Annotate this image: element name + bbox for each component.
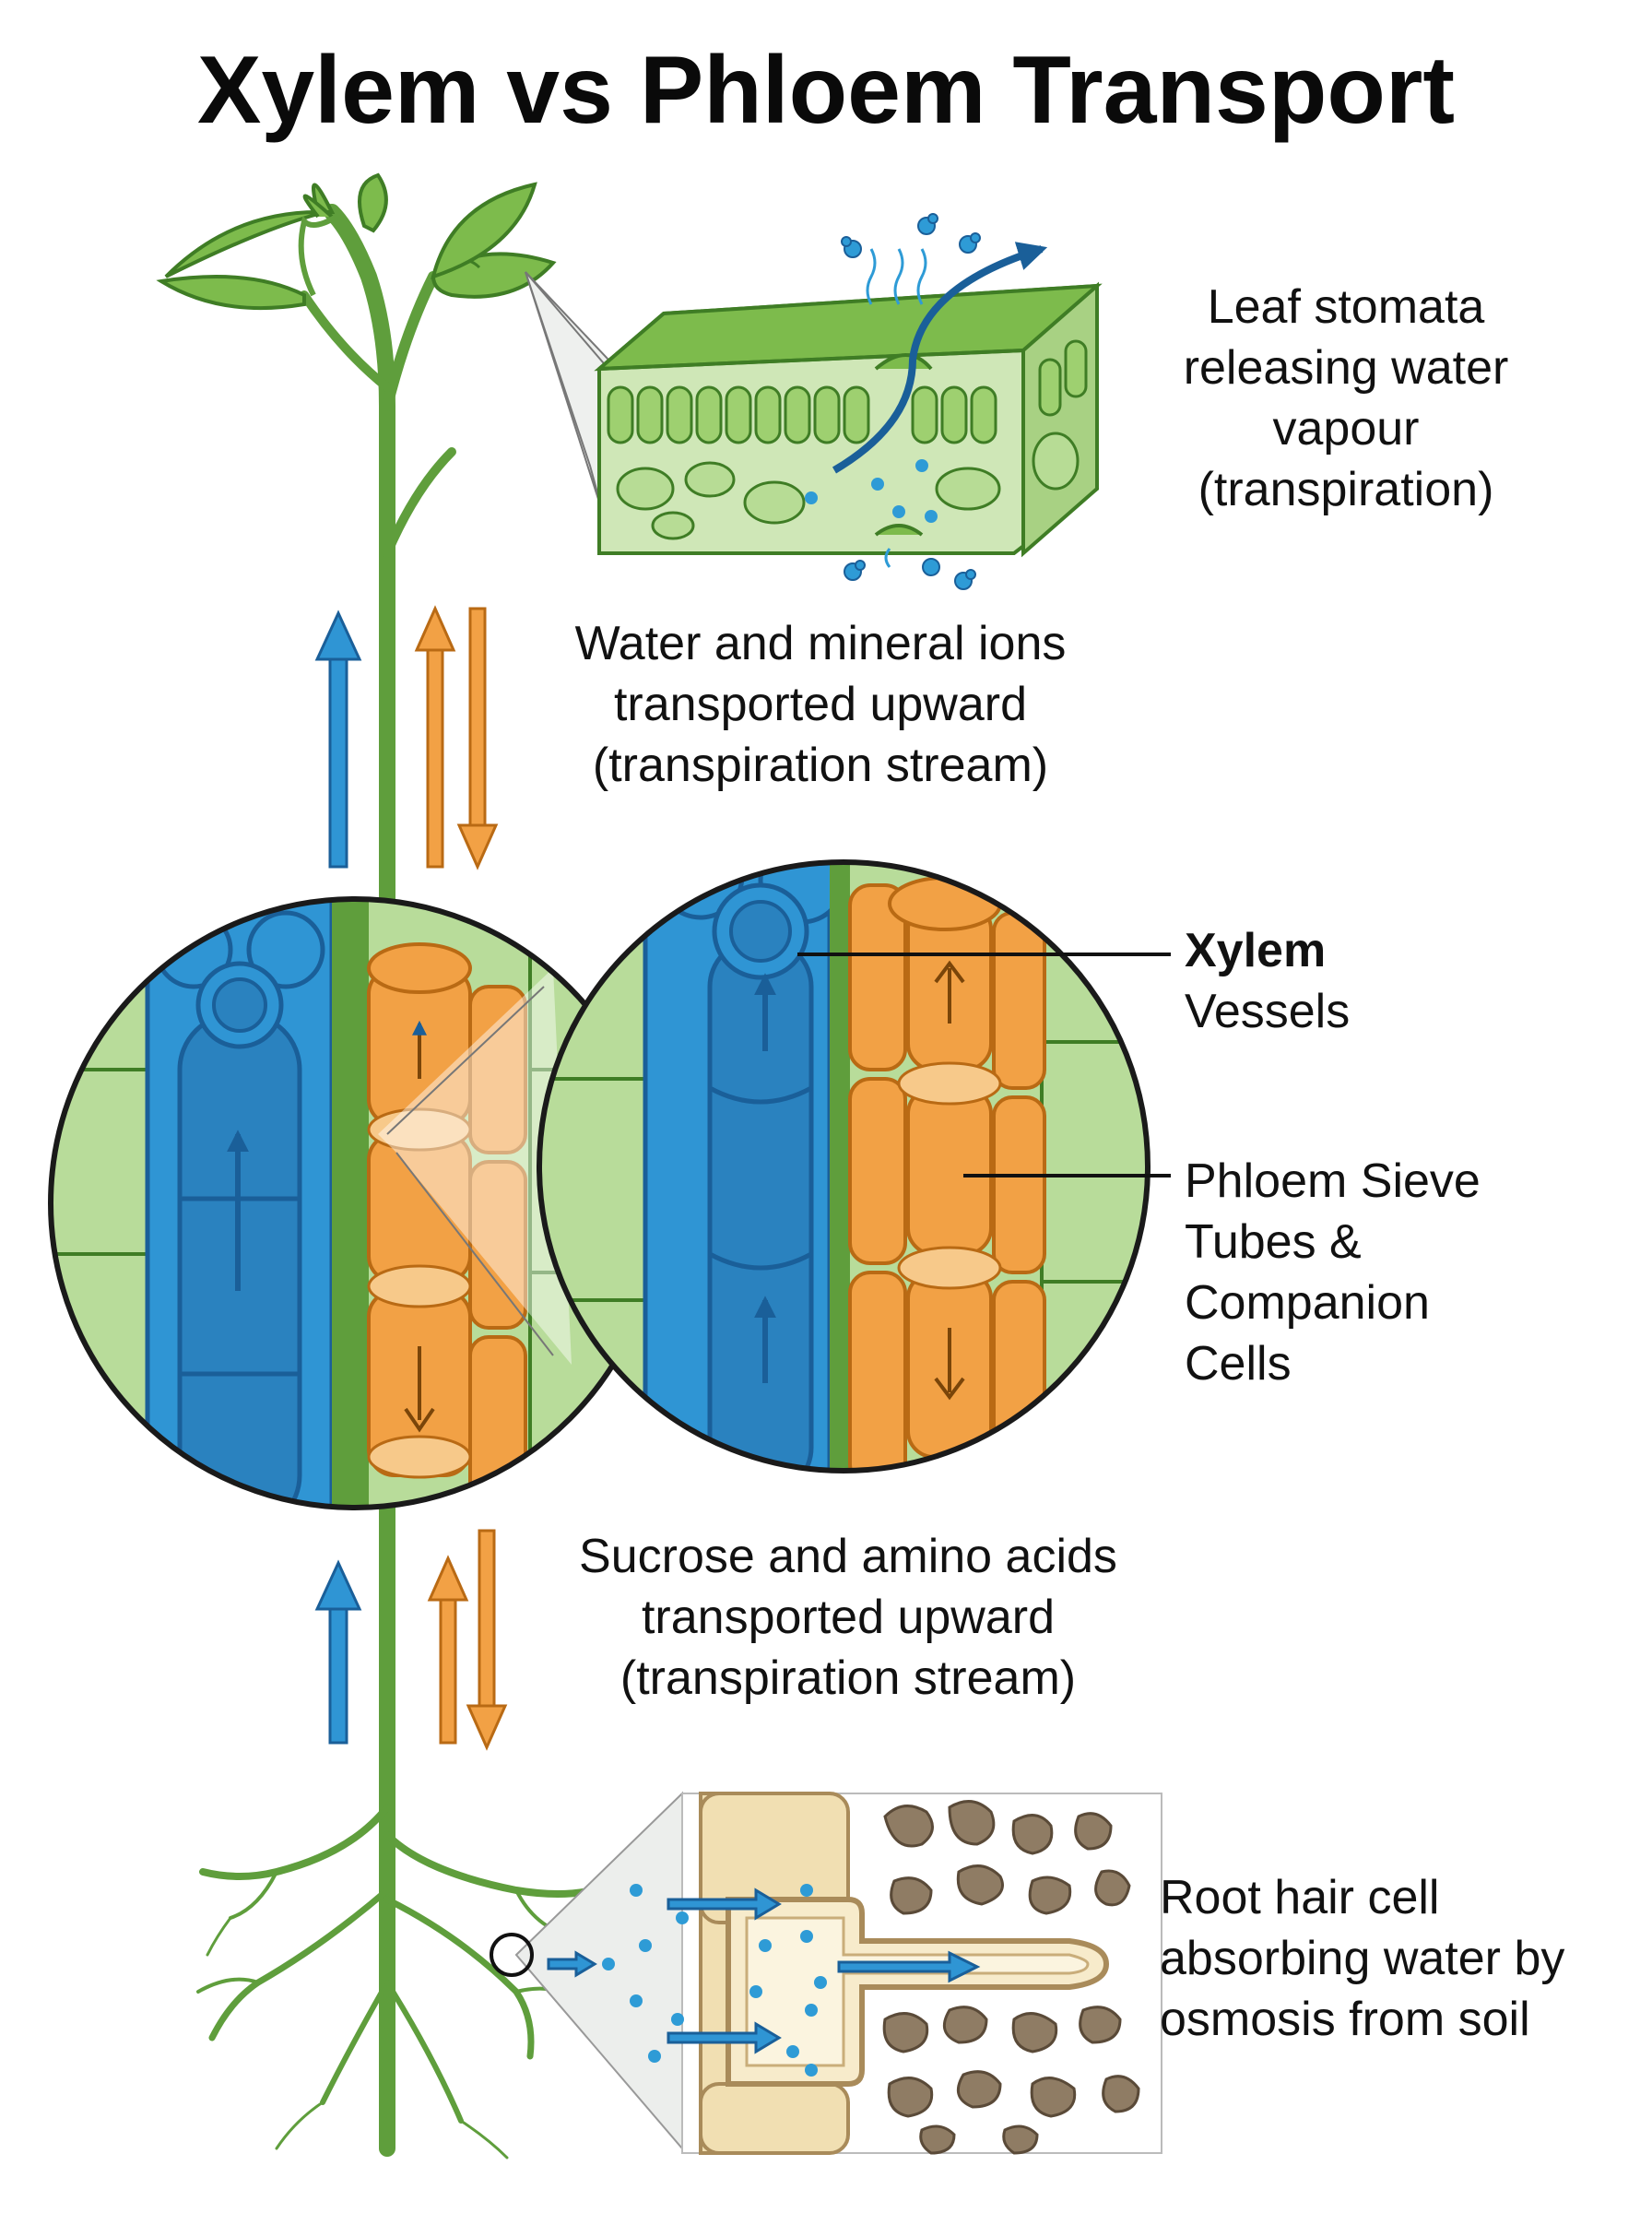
upper-stream-line: Water and mineral ions [574, 617, 1067, 670]
leaf [164, 183, 336, 278]
phloem-label: Phloem Sieve Tubes & Companion Cells [1185, 1151, 1590, 1394]
phloem-label-line: Companion [1185, 1276, 1430, 1330]
arrow-up-icon [314, 1559, 362, 1745]
phloem-label-line: Tubes & [1185, 1215, 1362, 1269]
leaf-label-line: releasing water [1183, 341, 1509, 395]
leaf-label-line: vapour [1272, 402, 1420, 456]
lower-stream-line: Sucrose and amino acids [579, 1530, 1117, 1583]
xylem-vessels-label: Xylem Vessels [1185, 920, 1553, 1042]
leaf-stomata-label: Leaf stomata releasing water vapour (tra… [1106, 277, 1586, 520]
leaf-cross-section [525, 213, 1103, 590]
leaf [302, 194, 334, 219]
soil-particles [882, 1800, 1140, 2155]
sieve-plate-icon [367, 1107, 472, 1479]
lower-stream-line: (transpiration stream) [620, 1651, 1077, 1705]
water-molecule-icon [841, 213, 981, 590]
arrow-up-down-icon [414, 605, 499, 870]
root-label-line: osmosis from soil [1160, 1993, 1530, 2046]
sieve-plate-icon [897, 1061, 1002, 1290]
xylem-label-sub: Vessels [1185, 985, 1351, 1038]
xylem-label-title: Xylem [1185, 924, 1327, 977]
leaf-label-line: Leaf stomata [1207, 280, 1485, 334]
arrow-right-icon [547, 1888, 981, 2054]
root-hair-label: Root hair cell absorbing water by osmosi… [1160, 1867, 1639, 2050]
phloem-label-line: Cells [1185, 1337, 1292, 1391]
leaf [156, 275, 306, 311]
leaf [431, 182, 537, 280]
stem-flow-arrows [314, 605, 508, 1751]
root-label-line: Root hair cell [1160, 1871, 1440, 1924]
upper-stream-line: transported upward [613, 678, 1028, 731]
root-hair-detail [490, 1791, 1162, 2155]
leaf [358, 172, 388, 233]
upper-stream-label: Water and mineral ions transported upwar… [516, 613, 1125, 796]
root-label-line: absorbing water by [1160, 1932, 1565, 1985]
page-title: Xylem vs Phloem Transport [196, 37, 1456, 144]
leader-lines [797, 953, 1171, 1178]
upper-stream-line: (transpiration stream) [592, 739, 1049, 792]
arrow-up-down-icon [427, 1529, 508, 1751]
plant [156, 172, 557, 2157]
lower-stream-label: Sucrose and amino acids transported upwa… [525, 1526, 1171, 1709]
leaf [298, 214, 338, 297]
lower-stream-line: transported upward [641, 1591, 1056, 1644]
leaf-label-line: (transpiration) [1198, 463, 1494, 516]
arrow-up-icon [314, 609, 362, 869]
phloem-label-line: Phloem Sieve [1185, 1154, 1481, 1208]
